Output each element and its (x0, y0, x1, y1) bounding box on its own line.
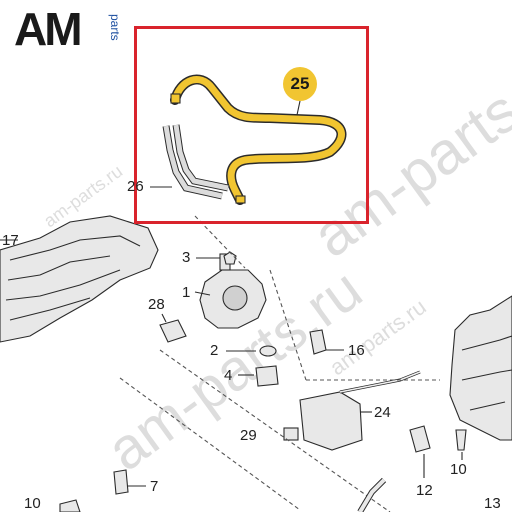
callout-28[interactable]: 28 (148, 296, 165, 313)
part-4-cup (255, 365, 279, 387)
part-2-ring (259, 345, 277, 357)
callout-26[interactable]: 26 (127, 178, 144, 195)
part-28-sensor (159, 319, 187, 343)
callout-10-left[interactable]: 10 (24, 495, 41, 512)
callout-7[interactable]: 7 (150, 478, 159, 495)
callout-1[interactable]: 1 (182, 284, 191, 301)
callout-24[interactable]: 24 (374, 404, 391, 421)
part-10-bolt (455, 429, 467, 451)
part-16-sensor (309, 329, 327, 355)
callout-2[interactable]: 2 (210, 342, 219, 359)
callout-12[interactable]: 12 (416, 482, 433, 499)
callout-17[interactable]: 17 (2, 232, 19, 249)
part-12-sensor (409, 425, 431, 453)
part-24-bracket (299, 391, 363, 451)
part-17-cover (0, 215, 159, 343)
am-parts-logo: AM parts (14, 3, 144, 58)
part-29-clip (283, 427, 299, 441)
callout-16[interactable]: 16 (348, 342, 365, 359)
callout-10-right[interactable]: 10 (450, 461, 467, 478)
callout-3[interactable]: 3 (182, 249, 191, 266)
part-3-bolt (223, 251, 237, 265)
callout-29[interactable]: 29 (240, 427, 257, 444)
callout-13[interactable]: 13 (484, 495, 501, 512)
callout-badge-25[interactable]: 25 (283, 67, 317, 101)
callout-4[interactable]: 4 (224, 367, 233, 384)
part-7-sensor (113, 469, 129, 495)
highlight-frame (134, 26, 369, 224)
logo-mark: AM (14, 3, 83, 55)
